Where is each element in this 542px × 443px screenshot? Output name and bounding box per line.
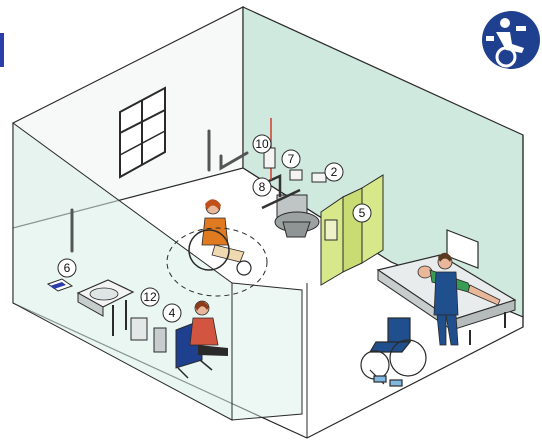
callout-7: 7 [282,150,300,168]
callout-2-label: 2 [331,165,338,179]
callout-10: 10 [253,135,271,153]
flush-button [290,170,302,180]
callout-12-label: 12 [143,290,157,304]
paper-towel-bin [131,318,147,340]
callout-8: 8 [253,178,271,196]
callout-4-label: 4 [169,306,176,320]
callout-7-label: 7 [288,152,295,166]
wall-switch [312,173,326,182]
glass-side-wall [232,283,302,420]
edge-marker [0,33,4,67]
callout-2: 2 [325,163,343,181]
callout-8-label: 8 [259,180,266,194]
callout-6-label: 6 [64,261,71,275]
callout-12: 12 [141,288,159,306]
hygiene-bin [154,328,166,352]
callout-5-label: 5 [359,206,366,220]
callout-5: 5 [353,204,371,222]
callout-6: 6 [58,259,76,277]
callout-4: 4 [163,304,181,322]
waste-bin [325,220,337,240]
callout-10-label: 10 [255,137,269,151]
wheelchair-caregiver-logo [482,11,540,69]
